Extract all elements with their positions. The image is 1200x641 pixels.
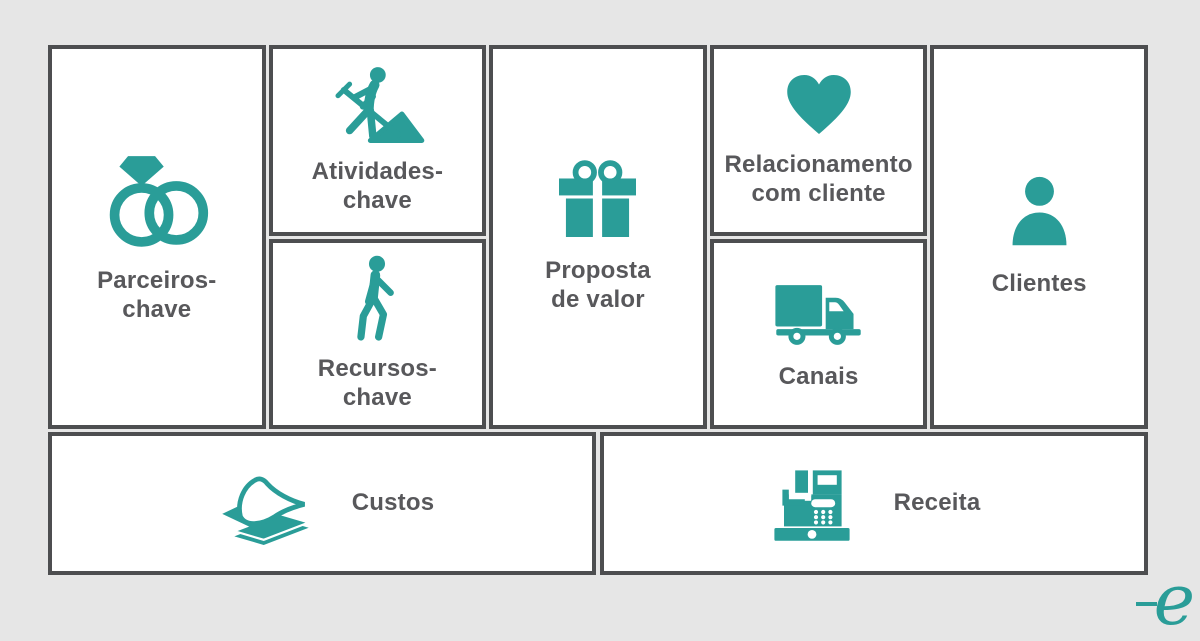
heart-icon xyxy=(786,75,851,135)
cell-label-receita: Receita xyxy=(893,489,981,517)
person-icon xyxy=(1012,177,1067,246)
cell-custos: Custos xyxy=(48,432,596,575)
cell-label-atividades: Atividades- chave xyxy=(311,158,444,214)
cell-parceiros-chave: Parceiros- chave xyxy=(48,45,266,429)
e-logo-letter: e xyxy=(1153,559,1195,641)
wedding-rings-icon xyxy=(109,156,208,247)
column-atividades-recursos: Atividades- chave Recursos- chave xyxy=(268,45,487,429)
cell-label-parceiros: Parceiros- chave xyxy=(97,267,217,323)
canvas-top-row: Parceiros- chave xyxy=(48,45,1148,429)
cash-register-icon xyxy=(773,466,850,541)
cell-canais: Canais xyxy=(709,238,928,429)
cell-label-proposta: Proposta de valor xyxy=(545,257,651,313)
canvas-grid: Parceiros- chave xyxy=(48,45,1148,575)
e-logo: e xyxy=(1135,559,1195,641)
cell-label-recursos: Recursos- chave xyxy=(317,355,437,411)
cell-clientes: Clientes xyxy=(930,45,1148,429)
gift-icon xyxy=(559,160,637,238)
cell-label-custos: Custos xyxy=(351,489,435,517)
paper-stack-icon xyxy=(221,476,312,545)
cell-proposta-de-valor: Proposta de valor xyxy=(489,45,707,429)
delivery-truck-icon xyxy=(775,284,861,345)
cell-relacionamento-com-cliente: Relacionamento com cliente xyxy=(709,45,928,236)
cell-receita: Receita xyxy=(600,432,1148,575)
worker-digging-icon xyxy=(335,67,425,144)
cell-label-clientes: Clientes xyxy=(991,270,1087,298)
cell-label-relacionamento: Relacionamento com cliente xyxy=(724,151,913,207)
cell-atividades-chave: Atividades- chave xyxy=(268,45,487,236)
cell-recursos-chave: Recursos- chave xyxy=(268,238,487,429)
column-relacionamento-canais: Relacionamento com cliente Canais xyxy=(709,45,928,429)
e-logo-dash xyxy=(1135,602,1157,606)
cell-label-canais: Canais xyxy=(778,362,859,390)
canvas-bottom-row: Custos xyxy=(48,432,1148,575)
walking-person-icon xyxy=(357,256,395,342)
business-model-canvas: Parceiros- chave xyxy=(48,45,1195,641)
